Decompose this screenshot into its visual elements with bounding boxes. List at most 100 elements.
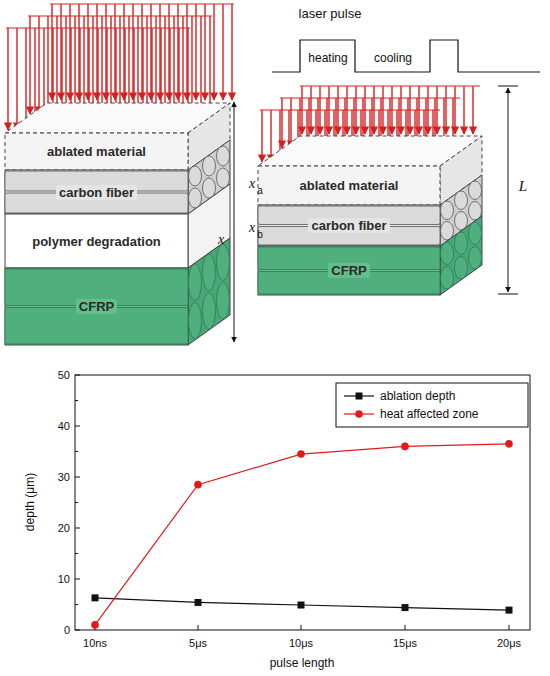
- layer-band: carbon fiber: [5, 170, 188, 214]
- front-face: [5, 133, 188, 170]
- haz-line: [95, 444, 509, 625]
- legend-text: heat affected zone: [380, 408, 479, 420]
- axis-tick-label: 20μs: [497, 638, 521, 649]
- caption-label: laser pulse: [299, 7, 362, 20]
- axis-title: pulse length: [270, 657, 335, 669]
- fiber-end: [469, 247, 482, 270]
- legend-text: ablation depth: [380, 390, 455, 402]
- y-minor-tick: [75, 502, 78, 503]
- front-face: [258, 205, 440, 246]
- laser-arrow: [290, 98, 291, 148]
- fiber-end: [203, 293, 216, 330]
- laser-front: [6, 28, 190, 29]
- y-tick: [75, 528, 80, 529]
- axis-title: depth (μm): [24, 473, 36, 531]
- dimension-tick: [498, 86, 518, 87]
- laser-arrow: [222, 4, 223, 100]
- subscript: a: [257, 186, 263, 196]
- y-tick: [75, 579, 80, 580]
- fiber-end: [455, 257, 468, 280]
- layer-name: CFRP: [328, 263, 369, 278]
- laser-arrow: [74, 16, 75, 114]
- fiber-end: [469, 222, 482, 245]
- x-tick: [301, 625, 302, 630]
- fiber-end: [217, 168, 230, 188]
- fiber-end: [189, 188, 202, 208]
- plot-frame: [75, 375, 530, 630]
- fiber-end: [203, 156, 216, 176]
- fiber-end: [217, 244, 230, 281]
- laser-arrow: [281, 98, 282, 148]
- fiber-end: [217, 283, 230, 320]
- front-face: [258, 166, 440, 205]
- laser-arrow: [191, 16, 192, 114]
- pulse-waveform: [272, 40, 540, 72]
- layer-name: ablated material: [297, 178, 402, 193]
- y-minor-tick: [75, 451, 78, 452]
- y-tick: [75, 375, 80, 376]
- fiber-end: [203, 178, 216, 198]
- dimension-label: x: [218, 233, 224, 247]
- laser-arrow: [92, 16, 93, 114]
- legend-sample: [355, 410, 363, 418]
- axis-tick-label: 10μs: [289, 638, 313, 649]
- layer-name: polymer degradation: [29, 234, 164, 249]
- laser-arrow: [65, 16, 66, 114]
- side-face: [188, 238, 230, 345]
- side-face: [440, 216, 482, 295]
- axis-tick-label: 10: [58, 574, 70, 585]
- laser-arrow: [173, 16, 174, 114]
- laser-arrow: [119, 16, 120, 114]
- fiber-end: [455, 191, 468, 210]
- subscript: b: [257, 230, 263, 240]
- haz-marker: [505, 440, 513, 448]
- laser-arrow: [16, 28, 17, 130]
- laser-arrow: [25, 28, 26, 130]
- axis-tick-label: 40: [58, 421, 70, 432]
- laser-arrow: [200, 16, 201, 114]
- axis-tick-label: 15μs: [393, 638, 417, 649]
- dimension-label: x: [249, 221, 255, 235]
- dimension-x: [234, 102, 235, 342]
- layer-name: carbon fiber: [56, 185, 137, 200]
- dimension-label: x: [249, 177, 255, 191]
- laser-arrow: [128, 16, 129, 114]
- fiber-end: [189, 264, 202, 301]
- ablation-marker: [92, 594, 99, 601]
- dimension-label: L: [519, 179, 527, 194]
- front-face: [258, 246, 440, 295]
- layer-name: ablated material: [44, 144, 149, 159]
- fiber-end: [469, 181, 482, 200]
- laser-arrow: [47, 16, 48, 114]
- y-tick: [75, 630, 80, 631]
- laser-arrow: [231, 4, 232, 100]
- y-minor-tick: [75, 553, 78, 554]
- axis-tick-label: 5μs: [189, 638, 207, 649]
- laser-arrow: [137, 16, 138, 114]
- legend-box: [336, 383, 528, 427]
- dimension-tick: [498, 294, 518, 295]
- laser-arrow: [463, 86, 464, 134]
- ablation-marker: [298, 602, 305, 609]
- y-minor-tick: [75, 604, 78, 605]
- layer-band: CFRP: [258, 246, 440, 295]
- layer-name: carbon fiber: [308, 218, 389, 233]
- ablation-marker: [195, 599, 202, 606]
- laser-arrow: [182, 16, 183, 114]
- layer-band: carbon fiber: [258, 205, 440, 246]
- phase-label: cooling: [374, 52, 412, 64]
- laser-arrow: [110, 16, 111, 114]
- ablation-marker: [506, 607, 513, 614]
- ablation-marker: [402, 604, 409, 611]
- x-tick: [509, 625, 510, 630]
- dimension-L: [508, 88, 509, 292]
- axis-tick-label: 0: [64, 625, 70, 636]
- fiber-end: [189, 166, 202, 186]
- front-face: [5, 170, 188, 214]
- haz-marker: [91, 621, 99, 629]
- haz-marker: [194, 481, 202, 489]
- layer-band: polymer degradation: [5, 214, 188, 268]
- layer-band: CFRP: [5, 268, 188, 345]
- laser-arrow: [7, 28, 8, 130]
- haz-marker: [297, 450, 305, 458]
